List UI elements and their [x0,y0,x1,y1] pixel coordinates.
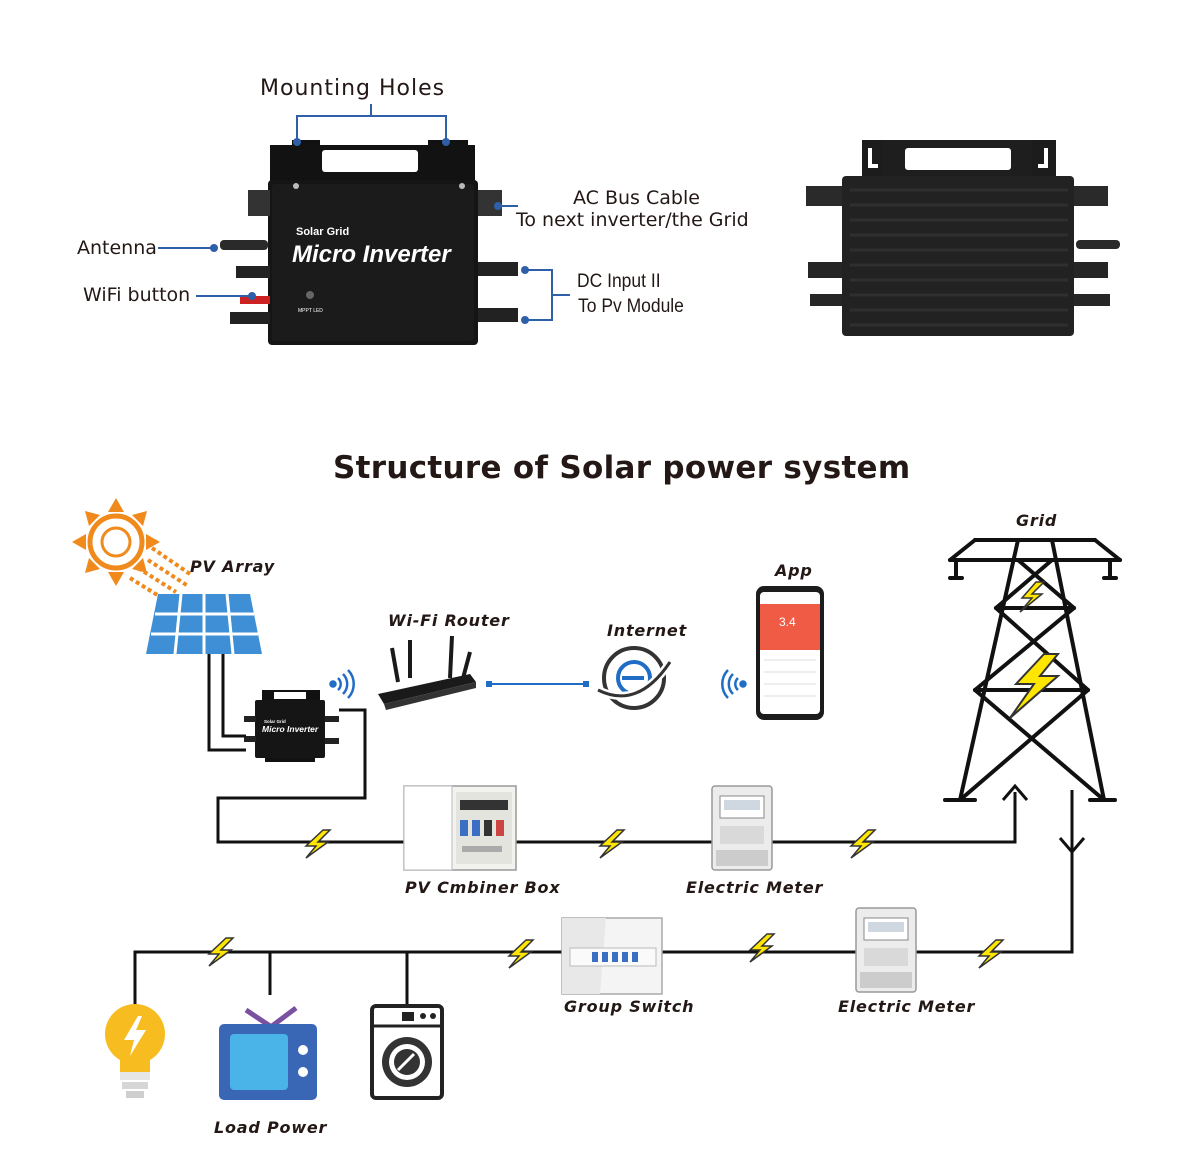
mini-inverter-name: Micro Inverter [262,724,319,734]
app-label: App [775,561,813,580]
solar-panel-icon [146,593,262,655]
smartphone-icon: 3.4 [756,586,824,720]
internet-globe-icon [596,646,674,710]
phone-wifi-signal-icon [721,669,747,699]
load-power-label: Load Power [214,1118,328,1137]
mini-inverter-brand: Solar Grid [264,719,286,724]
lightning-bolt-icon [207,829,1005,969]
combiner-box-icon [403,785,517,871]
washing-machine-icon [370,1004,444,1100]
electric-meter-1-label: Electric Meter [686,878,824,897]
pv-array-label: PV Array [190,557,275,576]
internet-label: Internet [607,621,688,640]
tower-lightning-bolt-large-icon [1009,653,1061,719]
electric-meter-2-icon [855,907,917,993]
app-value-text: 3.4 [779,615,796,629]
light-bulb-icon [105,1004,165,1098]
wifi-router-label: Wi-Fi Router [388,611,510,630]
electric-meter-icon [711,785,773,871]
dc-input-label-line1: DC Input II [577,271,661,292]
micro-inverter-back-image [806,140,1120,336]
pv-combiner-box-label: PV Cmbiner Box [405,878,561,897]
sun-icon [72,498,192,600]
grid-label: Grid [1016,511,1058,530]
wifi-button-label: WiFi button [83,284,191,306]
dc-input-label-line2: To Pv Module [578,296,684,317]
mounting-holes-label: Mounting Holes [260,76,446,101]
mini-micro-inverter-icon: Solar Grid Micro Inverter [244,690,339,762]
ac-bus-label-line1: AC Bus Cable [573,187,700,209]
group-switch-label: Group Switch [564,997,695,1016]
wifi-signal-icon [329,669,355,699]
antenna-label: Antenna [77,237,157,259]
device-brand-text: Solar Grid [296,226,349,238]
ac-bus-label-line2: To next inverter/the Grid [516,209,749,231]
router-icon [378,635,476,710]
device-name-text: Micro Inverter [292,241,452,268]
television-icon [219,1006,317,1100]
diagram-title: Structure of Solar power system [333,450,911,486]
electric-meter-2-label: Electric Meter [838,997,976,1016]
led-label-text: MPPT LED [298,308,323,314]
micro-inverter-front-image: Solar Grid Micro Inverter MPPT LED [158,104,570,345]
tower-lightning-bolt-small-icon [1019,581,1046,613]
group-switch-icon [561,917,663,995]
